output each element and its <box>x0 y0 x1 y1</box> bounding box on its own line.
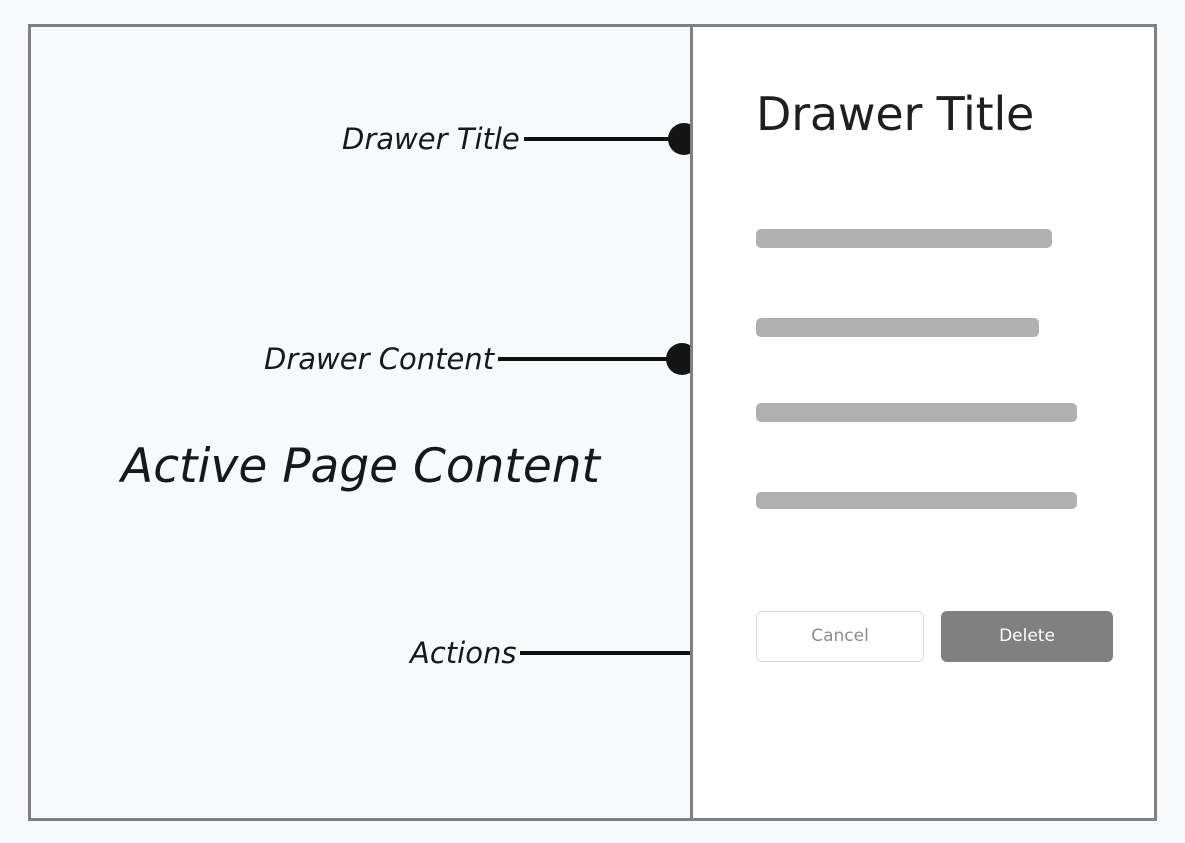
callout-leader-line <box>498 357 669 361</box>
content-placeholder-bar <box>756 403 1077 422</box>
callout-leader-line <box>523 137 670 141</box>
content-placeholder-bar <box>756 318 1039 337</box>
callout-actions-label: Actions <box>410 636 517 670</box>
cancel-button[interactable]: Cancel <box>756 611 924 662</box>
delete-button[interactable]: Delete <box>941 611 1113 662</box>
callout-drawer-content-label: Drawer Content <box>264 342 495 376</box>
wireframe-frame: Drawer Title Drawer Content Active Page … <box>28 24 1157 821</box>
callout-drawer-content: Drawer Content <box>264 342 699 376</box>
drawer-panel: Drawer Title Cancel Delete <box>693 27 1154 818</box>
content-placeholder-bar <box>756 492 1077 509</box>
callout-drawer-title-label: Drawer Title <box>342 122 520 156</box>
callout-drawer-title: Drawer Title <box>342 122 700 156</box>
active-page-content-label: Active Page Content <box>121 439 600 494</box>
callout-actions: Actions <box>410 636 733 670</box>
callout-leader-line <box>520 651 703 655</box>
drawer-title: Drawer Title <box>756 87 1035 141</box>
active-page-panel: Drawer Title Drawer Content Active Page … <box>31 27 733 818</box>
content-placeholder-bar <box>756 229 1052 248</box>
panel-divider <box>690 27 693 818</box>
drawer-actions-row: Cancel Delete <box>756 611 1113 662</box>
